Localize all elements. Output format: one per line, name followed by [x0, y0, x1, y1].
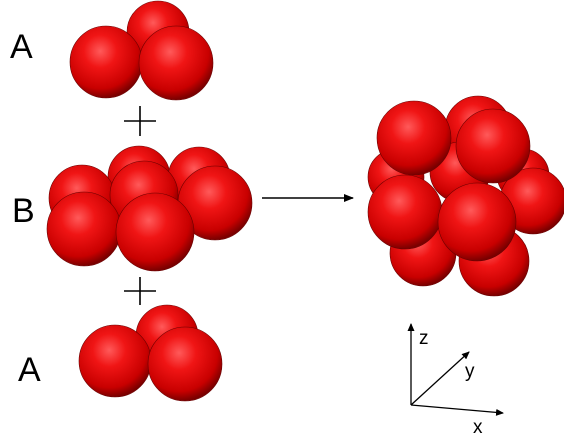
sphere	[376, 100, 452, 176]
sphere	[46, 191, 122, 267]
coordinate-axes	[407, 323, 504, 416]
plus-sign-top	[124, 106, 156, 136]
cluster-b	[46, 145, 253, 272]
sphere	[367, 174, 443, 250]
sphere	[437, 182, 517, 262]
sphere	[69, 25, 143, 99]
sphere	[147, 326, 223, 402]
sphere	[138, 25, 214, 101]
sphere	[455, 108, 531, 184]
y-axis	[410, 351, 470, 406]
cluster-a-bottom	[78, 304, 223, 402]
sphere	[115, 192, 195, 272]
sphere	[78, 324, 152, 398]
x-axis	[410, 404, 504, 416]
label-a-bottom: A	[18, 351, 41, 389]
axis-label-z: z	[419, 328, 429, 349]
cluster-a-top	[69, 0, 214, 101]
axis-label-x: x	[473, 417, 483, 438]
product-cluster	[367, 95, 564, 297]
axis-label-y: y	[465, 361, 475, 382]
label-b: B	[12, 192, 35, 230]
plus-sign-bottom	[124, 277, 156, 305]
label-a-top: A	[10, 28, 33, 66]
